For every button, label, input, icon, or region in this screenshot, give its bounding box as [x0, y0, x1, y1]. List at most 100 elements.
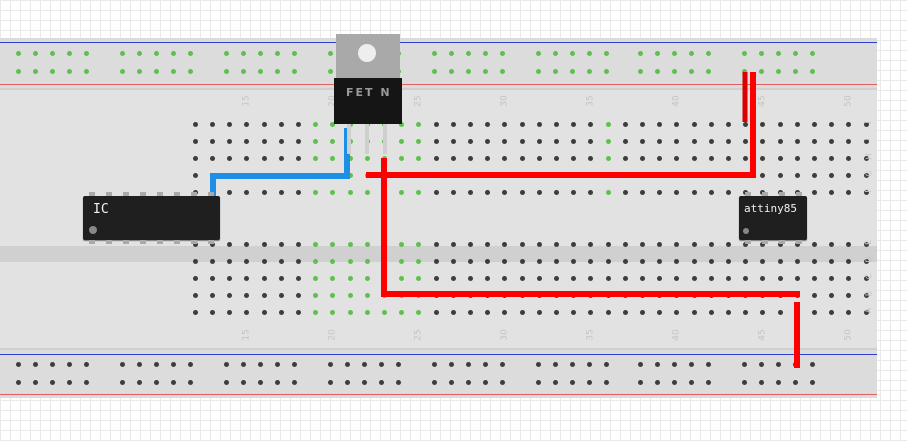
breadboard-hole[interactable]	[604, 361, 610, 367]
breadboard-hole[interactable]	[502, 189, 508, 195]
breadboard-hole[interactable]	[467, 241, 473, 247]
breadboard-hole[interactable]	[777, 155, 783, 161]
breadboard-hole[interactable]	[794, 155, 800, 161]
breadboard-hole[interactable]	[330, 138, 336, 144]
breadboard-hole[interactable]	[535, 50, 541, 56]
breadboard-hole[interactable]	[327, 361, 333, 367]
breadboard-hole[interactable]	[691, 155, 697, 161]
breadboard-hole[interactable]	[671, 68, 677, 74]
breadboard-hole[interactable]	[399, 275, 405, 281]
breadboard-hole[interactable]	[209, 121, 215, 127]
breadboard-hole[interactable]	[313, 189, 319, 195]
breadboard-hole[interactable]	[361, 379, 367, 385]
breadboard-hole[interactable]	[691, 309, 697, 315]
breadboard-hole[interactable]	[863, 121, 869, 127]
breadboard-hole[interactable]	[758, 50, 764, 56]
breadboard-hole[interactable]	[846, 275, 852, 281]
breadboard-hole[interactable]	[244, 155, 250, 161]
breadboard-hole[interactable]	[605, 258, 611, 264]
breadboard-hole[interactable]	[433, 275, 439, 281]
breadboard-hole[interactable]	[188, 379, 194, 385]
breadboard-hole[interactable]	[485, 121, 491, 127]
breadboard-hole[interactable]	[327, 379, 333, 385]
breadboard-hole[interactable]	[313, 258, 319, 264]
breadboard-hole[interactable]	[829, 258, 835, 264]
ic-chip[interactable]: IC	[83, 196, 220, 240]
breadboard-hole[interactable]	[227, 292, 233, 298]
breadboard-hole[interactable]	[691, 121, 697, 127]
breadboard-hole[interactable]	[192, 292, 198, 298]
breadboard-hole[interactable]	[502, 121, 508, 127]
breadboard-hole[interactable]	[553, 189, 559, 195]
breadboard-hole[interactable]	[571, 241, 577, 247]
breadboard-hole[interactable]	[244, 275, 250, 281]
breadboard-hole[interactable]	[192, 172, 198, 178]
breadboard-hole[interactable]	[465, 50, 471, 56]
breadboard-hole[interactable]	[622, 275, 628, 281]
breadboard-hole[interactable]	[416, 241, 422, 247]
breadboard-hole[interactable]	[706, 50, 712, 56]
breadboard-hole[interactable]	[587, 68, 593, 74]
breadboard-hole[interactable]	[553, 241, 559, 247]
breadboard-hole[interactable]	[433, 309, 439, 315]
breadboard-hole[interactable]	[587, 50, 593, 56]
breadboard-hole[interactable]	[846, 309, 852, 315]
breadboard-hole[interactable]	[605, 309, 611, 315]
red-wire-to-attiny-top[interactable]	[366, 72, 756, 178]
breadboard-hole[interactable]	[431, 50, 437, 56]
breadboard-hole[interactable]	[257, 379, 263, 385]
breadboard-hole[interactable]	[741, 361, 747, 367]
breadboard-hole[interactable]	[639, 138, 645, 144]
breadboard-hole[interactable]	[500, 379, 506, 385]
breadboard-hole[interactable]	[552, 379, 558, 385]
breadboard-hole[interactable]	[863, 309, 869, 315]
breadboard-hole[interactable]	[188, 50, 194, 56]
breadboard-hole[interactable]	[708, 309, 714, 315]
breadboard-hole[interactable]	[313, 121, 319, 127]
breadboard-hole[interactable]	[399, 241, 405, 247]
breadboard-hole[interactable]	[605, 189, 611, 195]
breadboard-hole[interactable]	[275, 68, 281, 74]
breadboard-hole[interactable]	[605, 121, 611, 127]
breadboard-hole[interactable]	[278, 121, 284, 127]
breadboard-hole[interactable]	[364, 189, 370, 195]
breadboard-hole[interactable]	[67, 361, 73, 367]
breadboard-hole[interactable]	[244, 189, 250, 195]
breadboard-hole[interactable]	[708, 241, 714, 247]
breadboard-hole[interactable]	[136, 379, 142, 385]
breadboard-hole[interactable]	[657, 309, 663, 315]
breadboard-hole[interactable]	[846, 172, 852, 178]
breadboard-hole[interactable]	[433, 121, 439, 127]
breadboard-hole[interactable]	[171, 68, 177, 74]
breadboard-hole[interactable]	[347, 309, 353, 315]
breadboard-hole[interactable]	[604, 50, 610, 56]
breadboard-hole[interactable]	[793, 68, 799, 74]
breadboard-hole[interactable]	[119, 50, 125, 56]
breadboard-hole[interactable]	[465, 361, 471, 367]
breadboard-hole[interactable]	[811, 172, 817, 178]
breadboard-hole[interactable]	[467, 258, 473, 264]
breadboard-hole[interactable]	[399, 258, 405, 264]
breadboard-hole[interactable]	[743, 258, 749, 264]
breadboard-hole[interactable]	[863, 275, 869, 281]
breadboard-hole[interactable]	[588, 155, 594, 161]
breadboard-hole[interactable]	[67, 379, 73, 385]
breadboard-hole[interactable]	[433, 189, 439, 195]
breadboard-hole[interactable]	[223, 50, 229, 56]
breadboard-hole[interactable]	[622, 309, 628, 315]
breadboard-hole[interactable]	[192, 258, 198, 264]
breadboard-hole[interactable]	[450, 155, 456, 161]
breadboard-hole[interactable]	[654, 68, 660, 74]
breadboard-hole[interactable]	[536, 155, 542, 161]
breadboard-hole[interactable]	[361, 361, 367, 367]
breadboard-hole[interactable]	[275, 361, 281, 367]
breadboard-hole[interactable]	[67, 50, 73, 56]
breadboard-hole[interactable]	[794, 172, 800, 178]
breadboard-hole[interactable]	[743, 138, 749, 144]
breadboard-hole[interactable]	[829, 292, 835, 298]
breadboard-hole[interactable]	[811, 121, 817, 127]
breadboard-hole[interactable]	[416, 258, 422, 264]
breadboard-hole[interactable]	[571, 121, 577, 127]
breadboard-hole[interactable]	[588, 138, 594, 144]
breadboard-hole[interactable]	[637, 68, 643, 74]
